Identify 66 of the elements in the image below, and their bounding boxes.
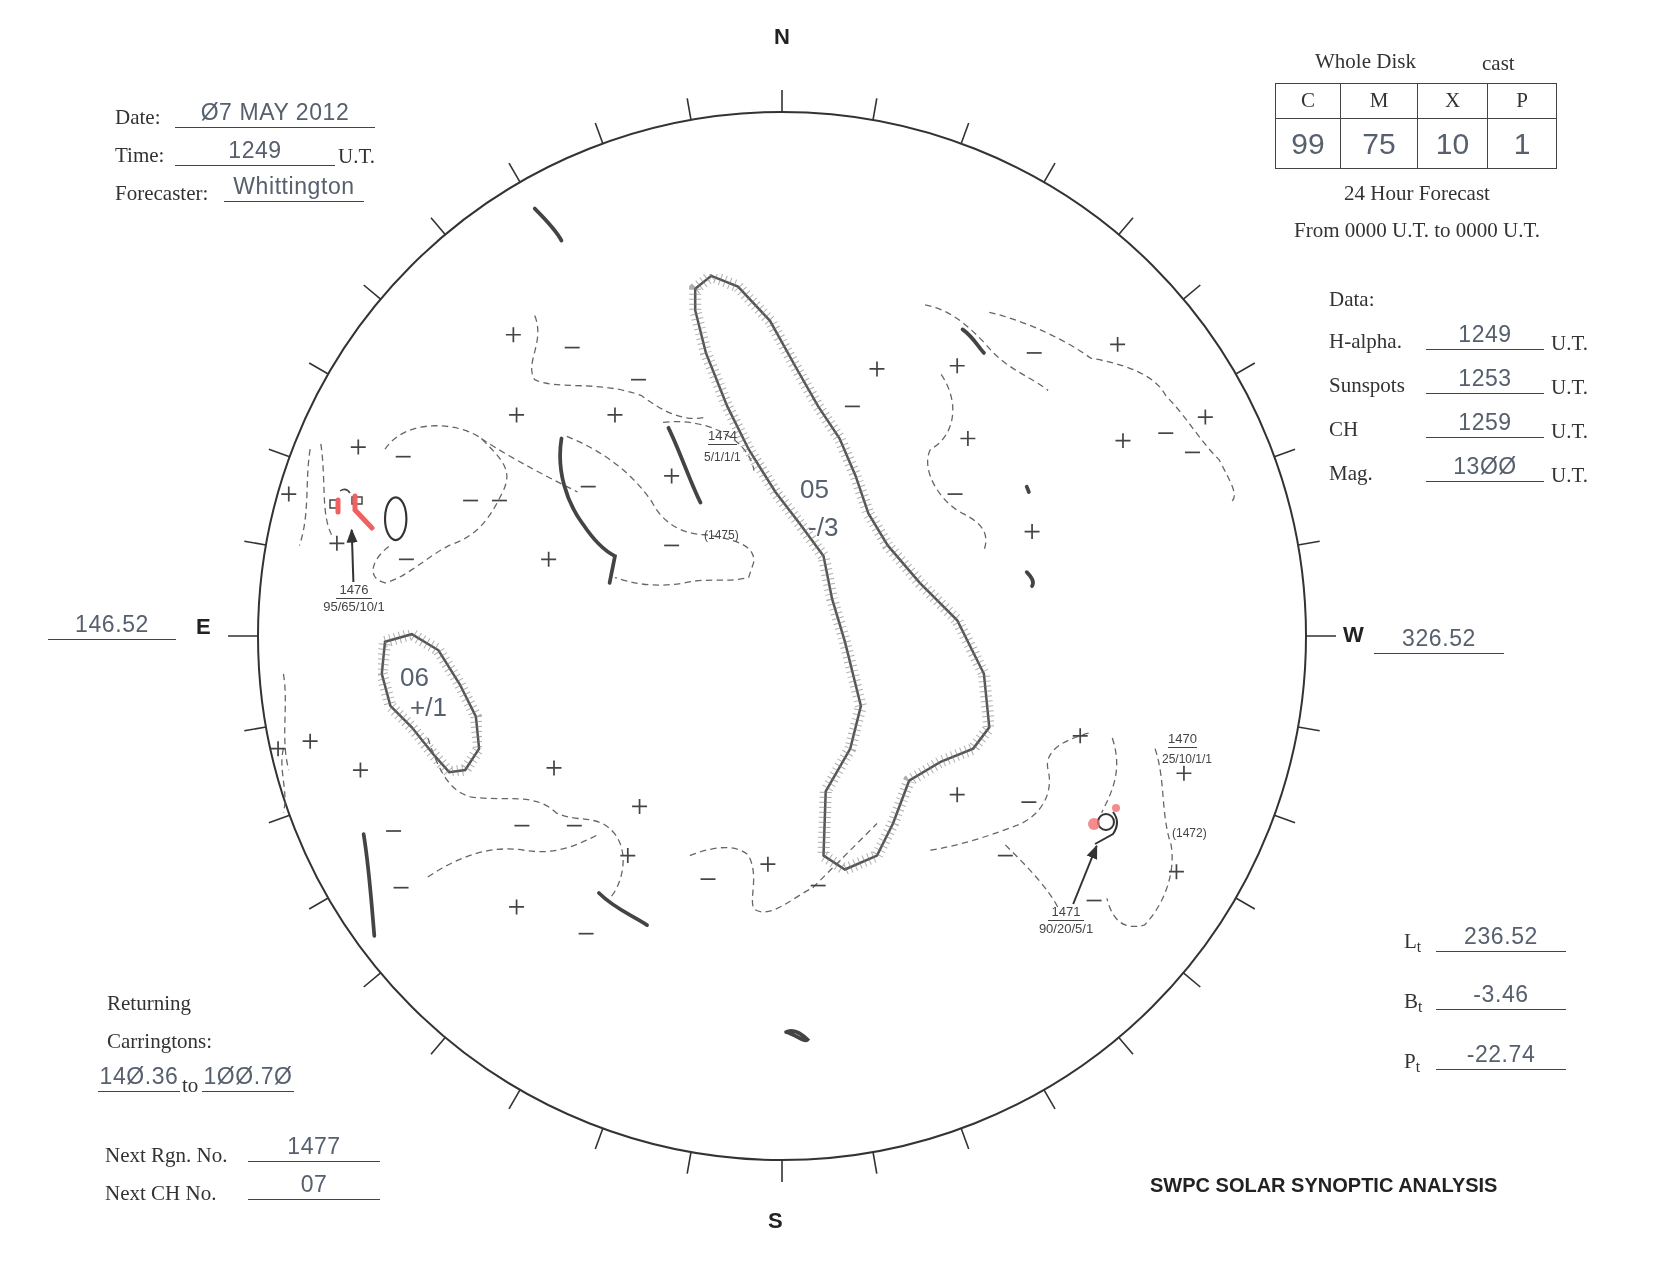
handwritten-entry: 1249 bbox=[1426, 320, 1544, 350]
form-label: U.T. bbox=[1551, 462, 1588, 489]
handwritten-entry: 13ØØ bbox=[1426, 452, 1544, 482]
form-label: 24 Hour Forecast bbox=[1343, 180, 1491, 207]
handwritten-entry: 326.52 bbox=[1374, 624, 1504, 654]
form-label: From 0000 U.T. to 0000 U.T. bbox=[1293, 217, 1541, 244]
form-label: P$_{t}$ bbox=[1404, 1048, 1421, 1075]
form-label: B$_{t}$ bbox=[1404, 988, 1423, 1015]
region-number: 1470 bbox=[1168, 731, 1197, 749]
handwritten-entry: -3.46 bbox=[1436, 980, 1566, 1010]
region-number: 1476 bbox=[335, 582, 373, 600]
coronal-hole-label: +/1 bbox=[410, 694, 447, 720]
form-label: Mag. bbox=[1329, 460, 1373, 487]
coronal-hole-label: -/3 bbox=[808, 514, 839, 540]
coronal-hole-label: 06 bbox=[400, 664, 429, 690]
handwritten-entry: 236.52 bbox=[1436, 922, 1566, 952]
form-label: Next Rgn. No. bbox=[105, 1142, 228, 1169]
region-label: 25/10/1/1 bbox=[1162, 752, 1213, 767]
form-label: Returning bbox=[107, 990, 191, 1017]
leader-arrow bbox=[346, 528, 358, 583]
form-label: H-alpha. bbox=[1329, 328, 1402, 355]
form-label: CH bbox=[1329, 416, 1359, 443]
handwritten-entry: 1ØØ.7Ø bbox=[202, 1062, 294, 1092]
region-label: 5/1/1/1 bbox=[704, 450, 741, 465]
coronal-hole-label: 05 bbox=[800, 476, 829, 502]
form-label: Time: bbox=[115, 142, 165, 169]
region-number: 1474 bbox=[708, 428, 737, 446]
region-label: 95/65/10/1 bbox=[323, 599, 385, 616]
form-label: to bbox=[182, 1072, 199, 1099]
form-label: U.T. bbox=[1551, 374, 1588, 401]
form-label: U.T. bbox=[338, 143, 375, 170]
handwritten-entry: 1249 bbox=[175, 136, 335, 166]
form-label: Forecaster: bbox=[115, 180, 209, 207]
region-label: (1472) bbox=[1172, 826, 1207, 841]
compass-letter: W bbox=[1343, 624, 1364, 646]
table-value-cell: 1 bbox=[1487, 118, 1557, 169]
chart-title: SWPC SOLAR SYNOPTIC ANALYSIS bbox=[1150, 1173, 1498, 1198]
handwritten-entry: -22.74 bbox=[1436, 1040, 1566, 1070]
form-label: Sunspots bbox=[1329, 372, 1405, 399]
form-label: Data: bbox=[1329, 286, 1375, 313]
handwritten-entry: 14Ø.36 bbox=[98, 1062, 180, 1092]
form-label: L$_{t}$ bbox=[1404, 928, 1422, 955]
form-label: Next CH No. bbox=[105, 1180, 217, 1207]
handwritten-entry: 1253 bbox=[1426, 364, 1544, 394]
compass-letter: S bbox=[768, 1210, 783, 1232]
handwritten-entry: Ø7 MAY 2012 bbox=[175, 98, 375, 128]
table-header-cell: P bbox=[1487, 83, 1557, 119]
form-label: U.T. bbox=[1551, 418, 1588, 445]
compass-letter: N bbox=[774, 26, 790, 48]
handwritten-entry: 1259 bbox=[1426, 408, 1544, 438]
handwritten-entry: Whittington bbox=[224, 172, 364, 202]
table-header-cell: C bbox=[1275, 83, 1341, 119]
form-label: U.T. bbox=[1551, 330, 1588, 357]
form-label: Date: bbox=[115, 104, 161, 131]
region-label: 90/20/5/1 bbox=[1038, 921, 1094, 938]
handwritten-entry: 1477 bbox=[248, 1132, 380, 1162]
handwritten-entry: 07 bbox=[248, 1170, 380, 1200]
table-value-cell: 99 bbox=[1275, 118, 1341, 169]
form-label: Carringtons: bbox=[107, 1028, 212, 1055]
region-number: 1471 bbox=[1047, 904, 1085, 922]
handwritten-entry: 146.52 bbox=[48, 610, 176, 640]
region-label: (1475) bbox=[704, 528, 739, 543]
leader-arrow bbox=[1072, 844, 1098, 905]
compass-letter: E bbox=[196, 616, 211, 638]
form-label: cast bbox=[1482, 50, 1515, 77]
form-label: Whole Disk bbox=[1315, 48, 1416, 75]
